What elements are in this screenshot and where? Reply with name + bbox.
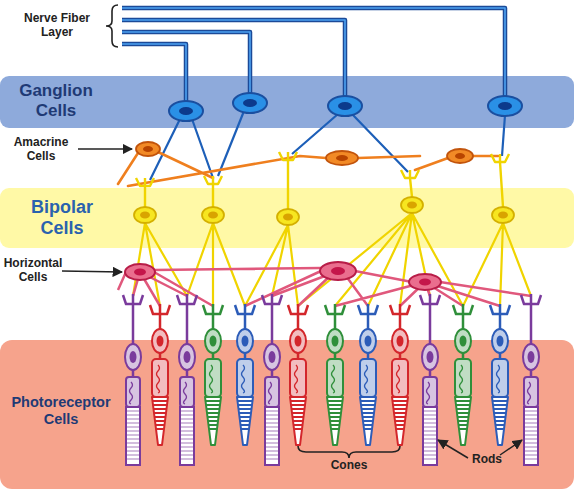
nucleus (283, 214, 293, 221)
layer-name: Photoreceptor Cells (0, 394, 122, 427)
nucleus (179, 107, 193, 115)
ganglion-cell-layer: Ganglion Cells (0, 76, 574, 128)
nucleus (140, 212, 150, 219)
nucleus (498, 102, 512, 110)
nucleus (331, 267, 345, 275)
horizontal-cell (125, 264, 155, 280)
rod-cell (420, 294, 440, 465)
layer-name: Bipolar Cells (10, 197, 114, 238)
ganglion-cell (233, 93, 267, 113)
nucleus (407, 202, 417, 209)
part-label: Horizontal Cells (0, 257, 66, 285)
bipolar-cell (492, 207, 514, 223)
nucleus (134, 269, 146, 276)
leader-arrow (62, 271, 122, 272)
part-label: Amacrine Cells (8, 136, 74, 164)
layer-name: Ganglion Cells (4, 81, 108, 120)
horizontal-cell (409, 274, 441, 290)
nucleus (419, 279, 431, 286)
bipolar-cell (134, 207, 156, 223)
horizontal-cells (125, 262, 441, 290)
nucleus (498, 212, 508, 219)
rod-cell (521, 294, 541, 465)
nucleus (208, 212, 218, 219)
rod-cell (177, 294, 197, 465)
amacrine-cell (136, 142, 160, 156)
nucleus (243, 99, 257, 107)
bipolar-cell (202, 207, 224, 223)
rod-cell (262, 294, 282, 465)
amacrine-cells (136, 142, 473, 165)
leader-arrow (78, 148, 132, 150)
bipolar-cell (401, 197, 423, 213)
photoreceptor-layer: Photoreceptor Cells (0, 340, 574, 489)
ganglion-cell (488, 96, 522, 116)
part-label: Rods (470, 453, 504, 467)
nucleus (338, 102, 352, 110)
nucleus (336, 155, 348, 161)
ganglion-cell (328, 96, 362, 116)
amacrine-cell (326, 151, 358, 165)
nucleus (143, 146, 153, 152)
part-label: Nerve Fiber Layer (12, 12, 102, 40)
rod-cell (123, 294, 143, 465)
horizontal-cell (320, 262, 356, 280)
amacrine-processes (118, 152, 498, 186)
part-label: Cones (326, 459, 372, 473)
bipolar-cell (277, 209, 299, 225)
bracket (106, 5, 118, 47)
amacrine-cell (447, 149, 473, 163)
ganglion-cell (169, 101, 203, 121)
nucleus (455, 153, 465, 159)
